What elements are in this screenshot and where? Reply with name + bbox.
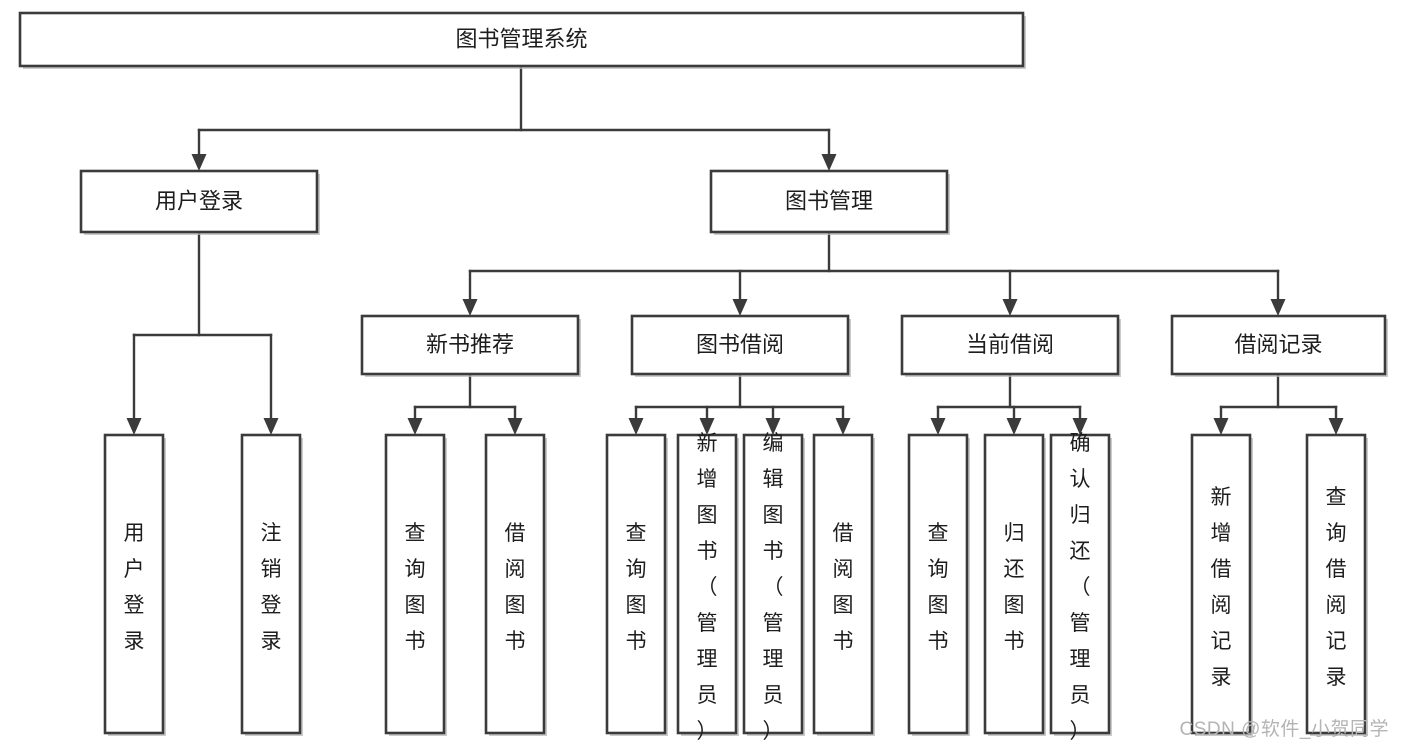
arrow-head: [1006, 418, 1022, 435]
arrow-head: [628, 418, 644, 435]
node-leaf-return-book[interactable]: 归还图书: [983, 433, 1046, 736]
arrow-head: [765, 418, 781, 435]
node-rect: [1170, 314, 1387, 376]
node-rect: [983, 433, 1045, 735]
node-label: 新增借阅记录: [1211, 486, 1232, 689]
node-label: 查询图书: [405, 522, 426, 653]
node-leaf-query-book-2[interactable]: 查询图书: [605, 433, 668, 736]
node-leaf-borrow-book-1[interactable]: 借阅图书: [484, 433, 547, 736]
node-leaf-query-record[interactable]: 查询借阅记录: [1305, 433, 1368, 736]
arrow-head: [191, 154, 207, 171]
node-layer: 图书管理系统用户登录图书管理新书推荐图书借阅当前借阅借阅记录用户登录注销登录查询…: [18, 11, 1388, 743]
arrow-head: [407, 418, 423, 435]
node-rect: [240, 433, 302, 735]
connector-layer: [126, 64, 1344, 435]
arrow-head: [732, 299, 748, 316]
node-label: 注销登录: [261, 522, 282, 653]
arrow-head: [126, 418, 142, 435]
node-label: 用户登录: [124, 522, 145, 653]
node-rect: [812, 433, 874, 735]
node-rect: [900, 314, 1120, 376]
node-leaf-user-login[interactable]: 用户登录: [103, 433, 166, 736]
node-rect: [484, 433, 546, 735]
node-leaf-query-book-3[interactable]: 查询图书: [907, 433, 970, 736]
arrow-head: [930, 418, 946, 435]
node-label: 用户登录: [155, 188, 243, 213]
node-rect: [709, 169, 949, 234]
arrow-head: [462, 299, 478, 316]
node-rect: [360, 314, 580, 376]
arrow-head: [1328, 418, 1344, 435]
node-current-borrow[interactable]: 当前借阅: [900, 314, 1121, 377]
arrow-head: [263, 418, 279, 435]
node-rect: [1190, 433, 1252, 735]
node-label: 确认归还（管理员）: [1070, 432, 1091, 743]
node-label: 查询图书: [928, 522, 949, 653]
node-leaf-add-record[interactable]: 新增借阅记录: [1190, 433, 1253, 736]
node-rect: [742, 433, 804, 735]
node-rect: [907, 433, 969, 735]
node-root[interactable]: 图书管理系统: [18, 11, 1026, 69]
node-label: 归还图书: [1004, 522, 1025, 653]
node-rect: [79, 169, 319, 234]
node-book-manage[interactable]: 图书管理: [709, 169, 950, 235]
node-label: 图书管理系统: [455, 26, 587, 51]
node-rect: [630, 314, 850, 376]
node-leaf-user-logout[interactable]: 注销登录: [240, 433, 303, 736]
arrow-head: [1072, 418, 1088, 435]
node-rect: [1305, 433, 1367, 735]
arrow-head: [1213, 418, 1229, 435]
node-user-login[interactable]: 用户登录: [79, 169, 320, 235]
node-label: 借阅图书: [505, 522, 526, 653]
node-rect: [605, 433, 667, 735]
node-label: 借阅记录: [1234, 332, 1322, 357]
node-label: 查询图书: [626, 522, 647, 653]
arrow-head: [821, 154, 837, 171]
node-label: 查询借阅记录: [1326, 486, 1347, 689]
node-rect: [384, 433, 446, 735]
node-rect: [1049, 433, 1111, 735]
node-rect: [676, 433, 738, 735]
node-label: 借阅图书: [833, 522, 854, 653]
node-leaf-query-book-1[interactable]: 查询图书: [384, 433, 447, 736]
node-leaf-add-book[interactable]: 新增图书（管理员）: [676, 432, 739, 743]
node-leaf-edit-book[interactable]: 编辑图书（管理员）: [742, 432, 805, 743]
node-new-book-recommend[interactable]: 新书推荐: [360, 314, 581, 377]
arrow-head: [507, 418, 523, 435]
node-label: 当前借阅: [966, 332, 1054, 357]
node-label: 编辑图书（管理员）: [763, 432, 784, 743]
node-leaf-confirm-return[interactable]: 确认归还（管理员）: [1049, 432, 1112, 743]
node-rect: [103, 433, 165, 735]
node-label: 新增图书（管理员）: [697, 432, 718, 743]
node-borrow-record[interactable]: 借阅记录: [1170, 314, 1388, 377]
arrow-head: [1002, 299, 1018, 316]
arrow-head: [835, 418, 851, 435]
arrow-head: [1270, 299, 1286, 316]
node-label: 图书借阅: [696, 332, 784, 357]
node-leaf-borrow-book-2[interactable]: 借阅图书: [812, 433, 875, 736]
arrow-head: [699, 418, 715, 435]
node-label: 新书推荐: [426, 332, 514, 357]
node-book-borrow[interactable]: 图书借阅: [630, 314, 851, 377]
node-rect: [18, 11, 1025, 68]
node-label: 图书管理: [785, 188, 873, 213]
